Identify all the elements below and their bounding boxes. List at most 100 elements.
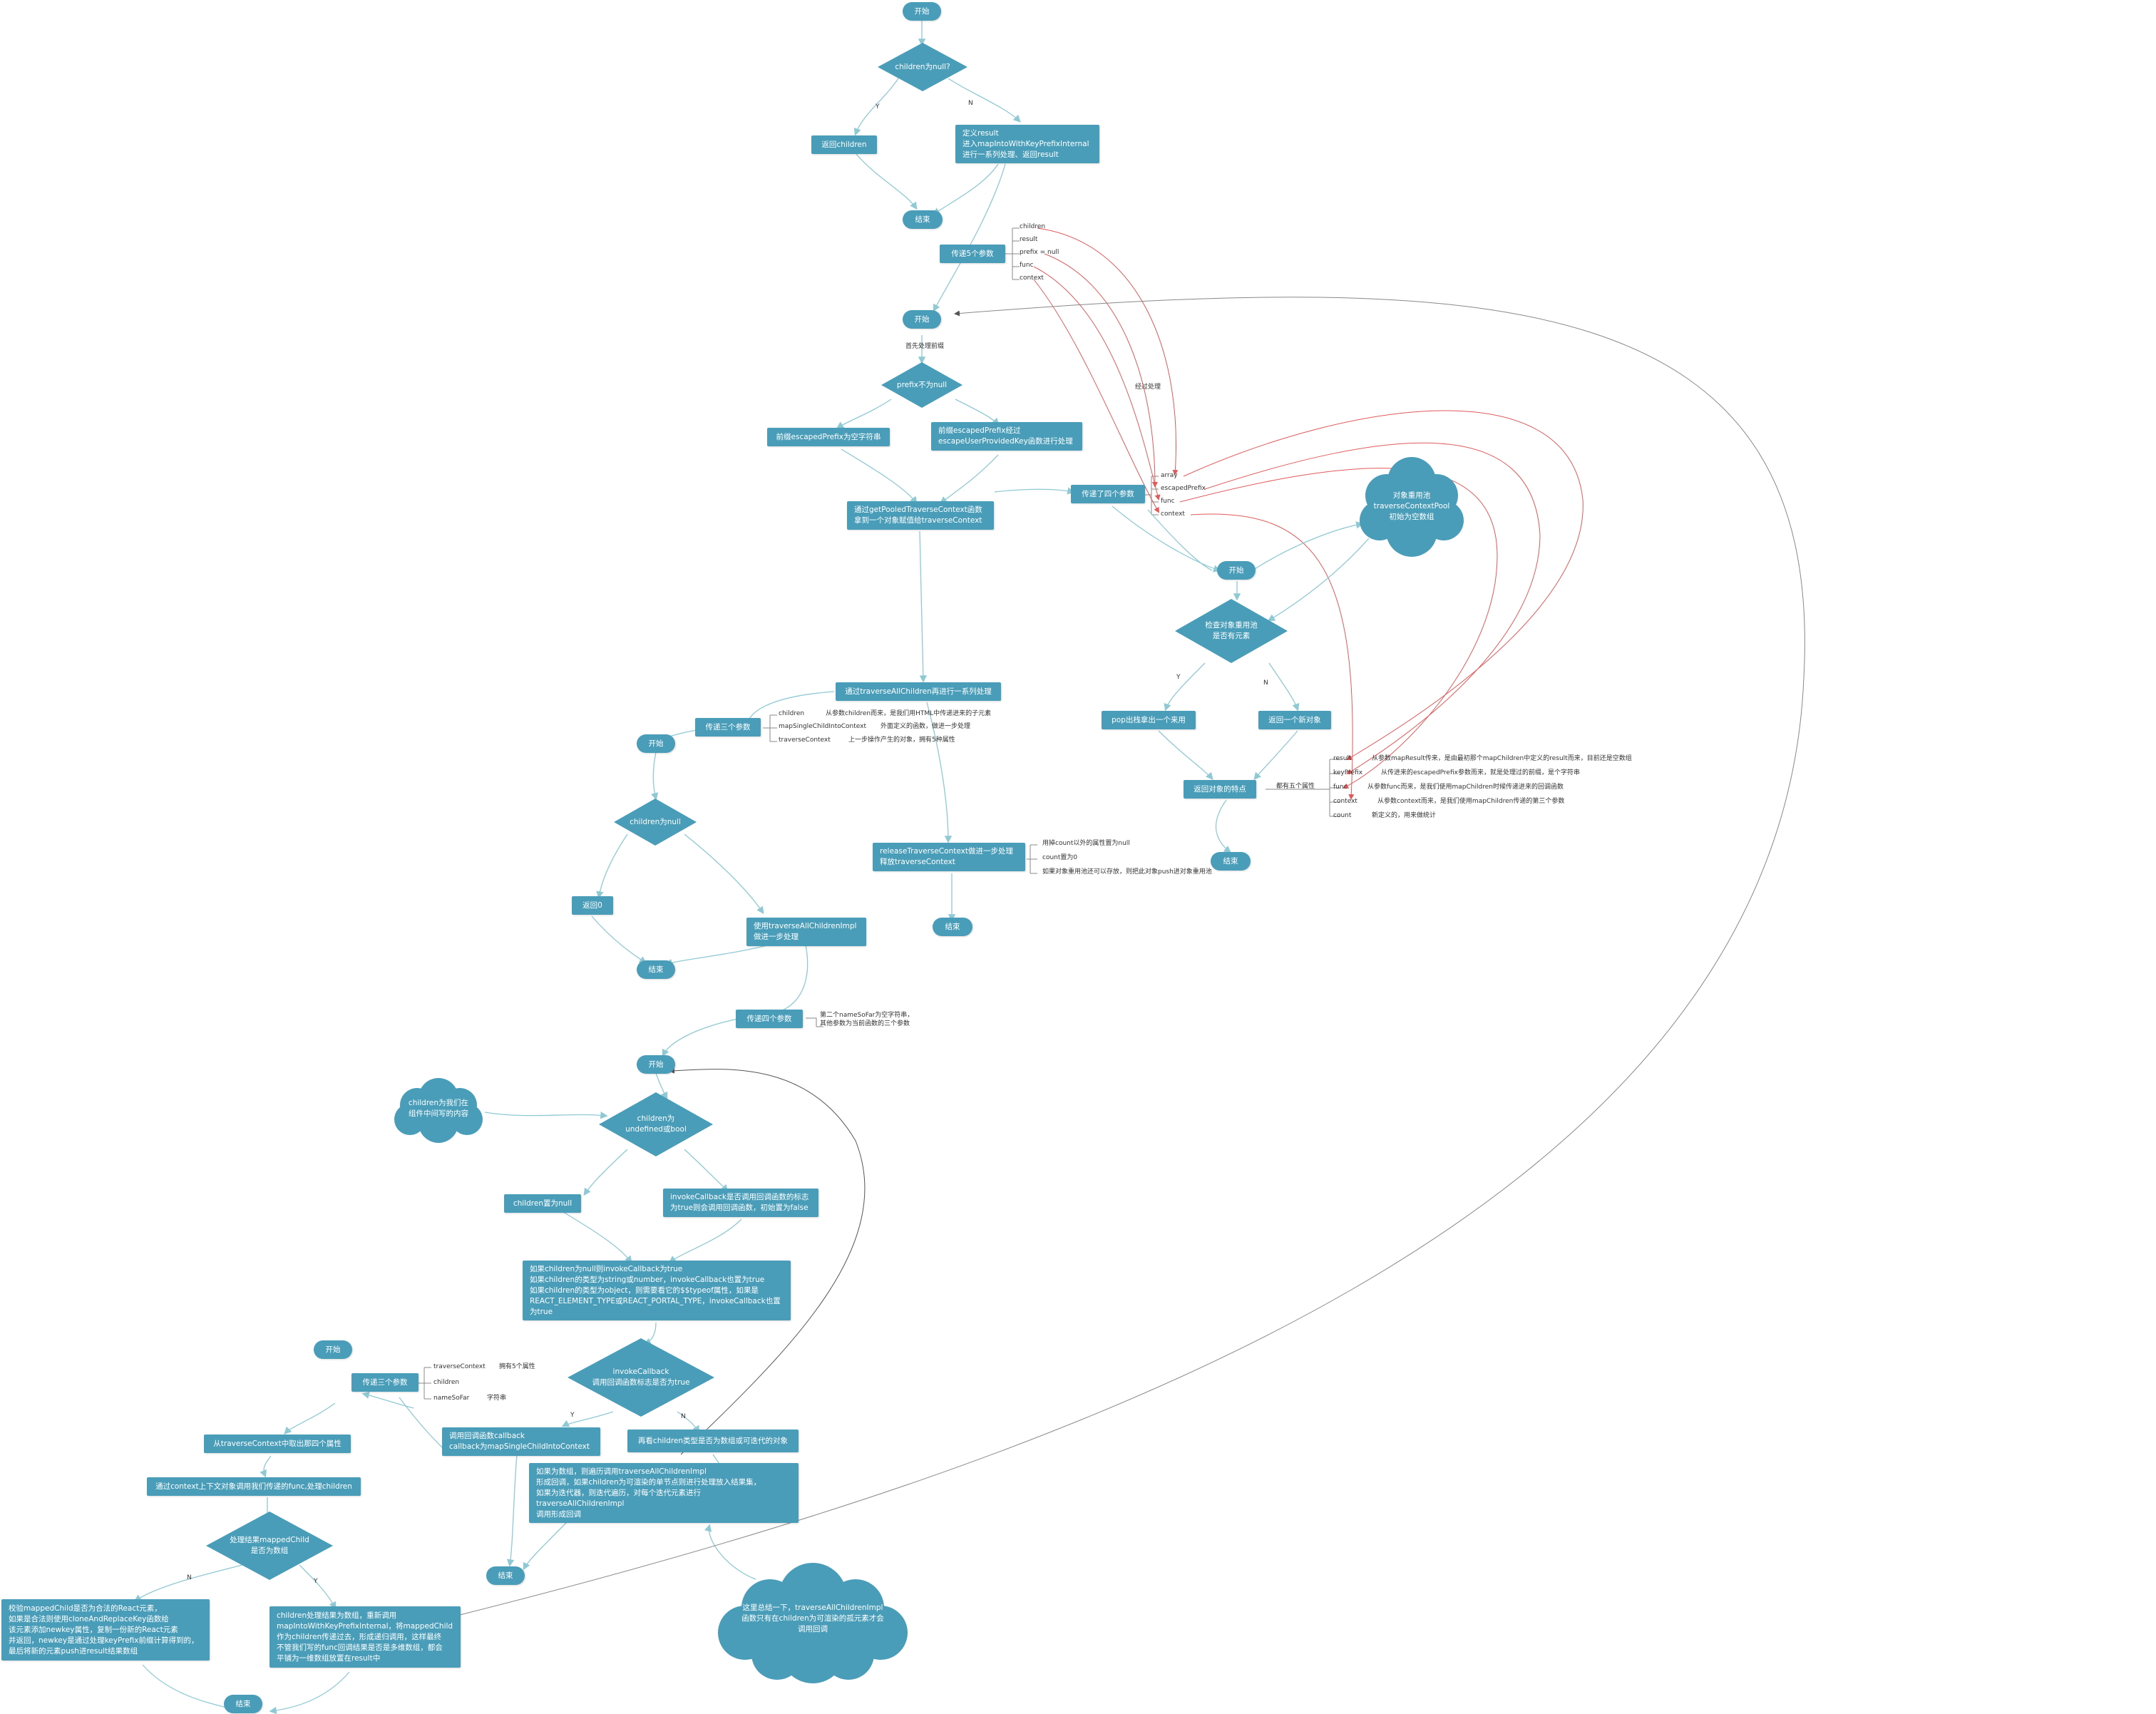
bracket [1012,227,1020,280]
decision-diamond [878,43,967,91]
decision-label: children为null? [895,62,950,71]
decision-diamond [614,799,697,846]
call-func-node: 通过context上下文对象调用我们传递的func,处理children [147,1477,361,1496]
no-label: N [681,1413,686,1420]
decision-diamond [568,1338,714,1417]
start-node: 开始 [903,310,941,329]
pass4-note: 第二个nameSoFar为空字符串， 其他参数为当前函数的三个参数 [820,1012,914,1027]
start-node: 开始 [314,1340,352,1359]
connector [1147,509,1213,571]
pass3-param-name: mapSingleChildIntoContext [779,723,867,730]
connector [932,163,999,215]
no-label: N [187,1574,192,1581]
start-node: 开始 [637,734,675,753]
end-node: 结束 [933,918,972,936]
connector [1215,799,1232,853]
pass4-param: func [1161,498,1175,505]
yes-label: Y [570,1412,575,1419]
connector [776,944,808,1013]
annotation-arrow [1044,253,1158,488]
end-node: 结束 [1211,852,1251,871]
cloud-shape [1360,457,1464,557]
connector [523,1518,571,1571]
pass3-node: 传递三个参数 [351,1373,419,1392]
attr-name: count [1333,812,1352,819]
traverse-all-node: 通过traverseAllChildren再进行一系列处理 [836,682,1001,701]
attr-desc: 新定义的，用来做统计 [1372,812,1437,819]
prefix-escaped-node: 前缀escapedPrefix经过 escapeUserProvidedKey函… [931,422,1082,451]
decision-diamond [599,1092,713,1156]
connector [684,1149,729,1192]
bracket [1329,759,1340,817]
bracket [806,1017,823,1027]
recursion-arrow [459,297,1805,1616]
connector [841,448,918,505]
pass4-param: escapedPrefix [1161,485,1206,492]
pool-cloud-label: 对象重用池 traverseContextPool 初始为空数组 [1373,491,1450,521]
end-node: 结束 [486,1566,525,1585]
pass5-param: prefix = null [1020,249,1059,256]
bracket [1027,844,1037,874]
invoke-flag-node: invokeCallback是否调用回调函数的标志 为true则会调用回调函数，… [663,1189,818,1217]
connector [399,1397,443,1448]
check-types-node: 如果children为null则invokeCallback为true 如果ch… [523,1261,791,1320]
connector [1158,730,1213,780]
connector [1253,730,1298,780]
pass3-param-name: nameSoFar [433,1395,470,1402]
pass4-param: context [1161,510,1185,518]
end-node: 结束 [637,960,675,979]
pass3-param-name: children [779,710,805,717]
return-children-node: 返回children [811,135,877,154]
connector [853,78,899,136]
yes-label: Y [876,103,880,111]
decision-label: 检查对象重用池 是否有元素 [1205,621,1258,640]
decision-diamond [206,1512,333,1580]
connector [506,1454,518,1567]
pass4-param: array [1161,472,1178,479]
connector [948,78,1021,123]
pass4-node: 传递四个参数 [736,1010,803,1028]
bracket [763,714,777,742]
annotation-arrow [1179,468,1498,789]
cloud-shape [394,1078,483,1143]
return-features-node: 返回对象的特点 [1184,780,1256,799]
pass3-node: 传递三个参数 [695,718,761,737]
pass5-node: 传递5个参数 [940,245,1005,263]
decision-label: invokeCallback 调用回调函数标志是否为true [592,1367,690,1387]
connector [926,702,953,843]
connector [655,1072,668,1100]
connector [596,833,628,899]
annotation-arrow [1033,279,1159,513]
decision-diamond [1175,599,1288,663]
pass3-param-desc: 从参数children而来，是我们用HTML中传递进来的子元素 [826,710,992,717]
connector [684,833,764,915]
connector [1164,662,1206,712]
note-label: 首先处理前缀 [905,343,945,350]
connector [561,1411,614,1427]
connector [1112,506,1221,573]
cloud-shape [718,1563,908,1683]
children-cloud-label: children为我们在 组件中间写的内容 [408,1099,469,1118]
connector [260,1455,272,1478]
connector [591,915,647,964]
take-props-node: 从traverseContext中取出那四个属性 [204,1435,351,1453]
end-node: 结束 [224,1695,262,1713]
connector [651,751,659,801]
connector [299,1564,337,1610]
pass3-param-desc: 拥有5个属性 [499,1363,535,1370]
decision-label: children为null [630,817,681,826]
connector [361,1391,414,1409]
decision-diamond [881,362,962,408]
connector [704,1524,756,1580]
connector [484,1112,608,1119]
no-label: N [1263,679,1268,687]
connector [133,1564,243,1602]
pass3-param-name: children [433,1379,460,1386]
attr-desc: 从参数mapResult传来，是由最初那个mapChildren中定义的resu… [1372,755,1632,762]
release-note: 如果对象重用池还可以存放，则把此对象push进对象重用池 [1042,868,1212,876]
pass5-param: children [1020,223,1046,230]
yes-label: Y [1176,674,1181,681]
annotation-arrow [1033,266,1161,501]
connector [664,944,771,966]
